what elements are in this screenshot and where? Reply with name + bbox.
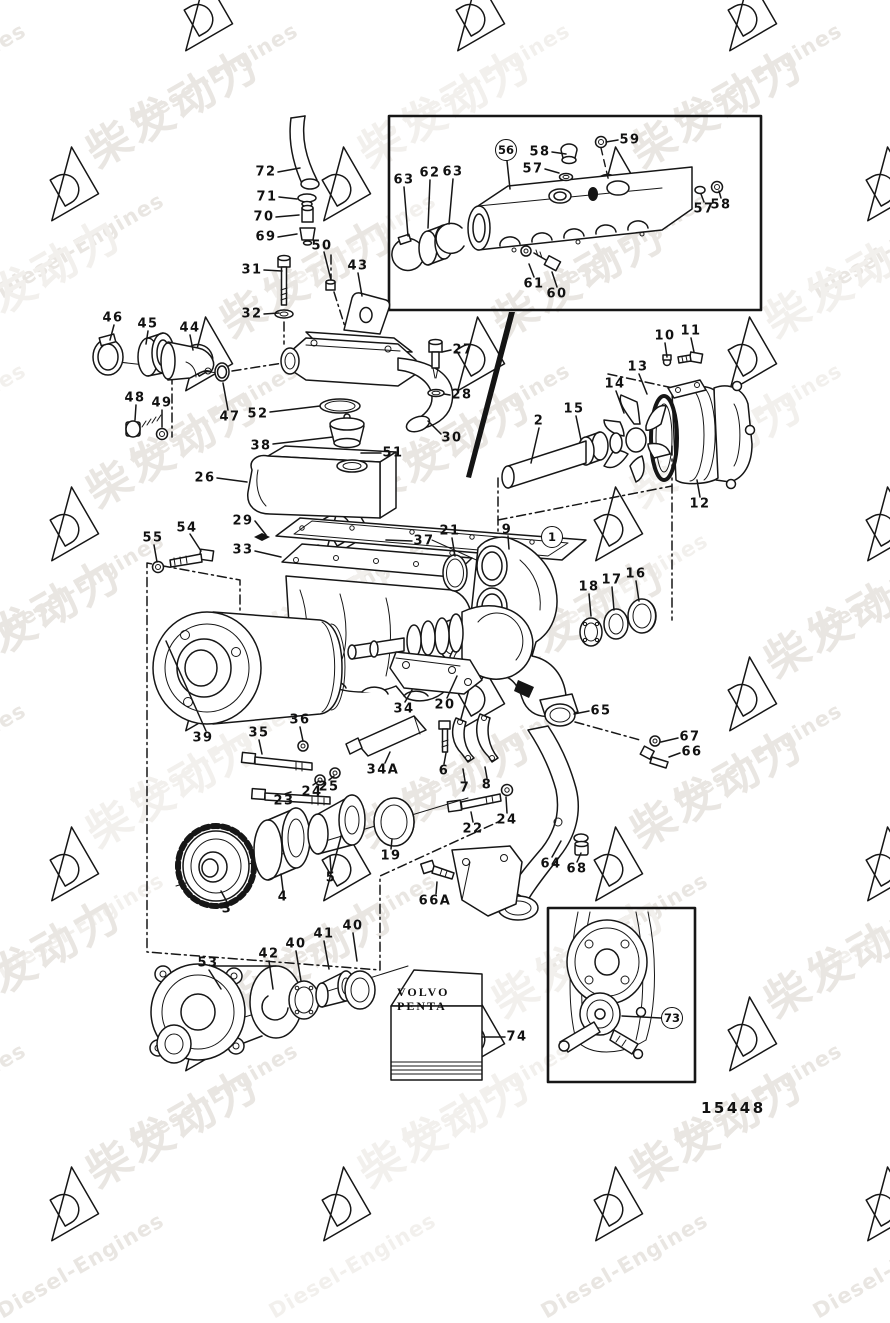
volvo-line1: VOLVO [397,985,450,999]
exhaust-elbow-group [451,693,669,921]
pulley-39-group [152,611,346,725]
fastener-group [151,548,514,880]
drawing-number: 15448 [701,1099,766,1117]
bolt-31-group [274,254,391,335]
connection-cover-group [247,445,397,519]
exploded-parts-drawing [92,114,763,1084]
gear-set-group [175,794,469,909]
inset-pointer-line [466,312,515,478]
vent-hose-group [289,115,320,246]
inset-leader-lines [403,139,722,288]
pump-shaft-impeller-group [501,351,756,490]
seal-ring-group [579,598,657,647]
hose-clamp-group [92,332,230,441]
volvo-penta-label: VOLVO PENTA [397,985,450,1014]
thermostat-housing-group [280,331,454,461]
inset-manifold-box [387,114,763,312]
volvo-line2: PENTA [397,998,447,1013]
inset-tensioner-box [546,906,697,1084]
circulation-pump-group [149,963,409,1064]
